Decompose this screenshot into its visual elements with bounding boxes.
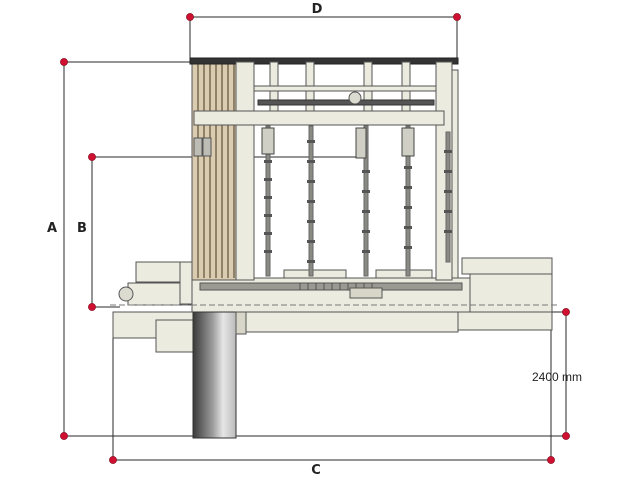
- bed-foot-block: [283, 269, 347, 279]
- chain-links: [264, 140, 452, 263]
- right-block-upper: [461, 257, 553, 275]
- left-roller: [118, 286, 134, 302]
- marker-2400-top: [562, 308, 570, 316]
- marker-c-right: [547, 456, 555, 464]
- dimension-markers: [60, 13, 570, 464]
- marker-a-bottom: [60, 432, 68, 440]
- marker-b-top: [88, 153, 96, 161]
- marker-d-left: [186, 13, 194, 21]
- support-post-cap: [235, 311, 247, 335]
- slat-stack: [191, 61, 237, 281]
- chain-3: [363, 125, 369, 277]
- marker-c-left: [109, 456, 117, 464]
- marker-d-right: [453, 13, 461, 21]
- right-block-lower: [457, 311, 553, 331]
- chain-4: [405, 125, 411, 277]
- saw-rack: [199, 282, 463, 291]
- marker-b-bottom: [88, 303, 96, 311]
- slat-lines: [197, 64, 235, 278]
- frame-cross-beam: [193, 110, 445, 126]
- slat-clamp-right: [202, 137, 212, 157]
- dimension-b-label: B: [77, 221, 87, 236]
- slat-clamp-left: [193, 137, 203, 157]
- support-post: [192, 311, 237, 439]
- carriage-block: [349, 287, 383, 299]
- dimension-a-label: A: [47, 221, 57, 236]
- chain-1: [265, 125, 271, 277]
- frame-right-outer-post: [451, 69, 459, 279]
- dimension-lines: [63, 16, 567, 461]
- right-block-middle: [469, 273, 553, 313]
- bed-lower-rail: [235, 311, 459, 333]
- frame-dark-rail: [257, 99, 435, 106]
- chain-5: [445, 131, 451, 263]
- dimension-c-label: C: [311, 463, 321, 478]
- frame-upper-rail: [253, 85, 437, 92]
- dimension-d-label: D: [312, 2, 323, 17]
- frame-left-column: [235, 61, 255, 281]
- frame-top-bar: [189, 57, 459, 65]
- marker-a-top: [60, 58, 68, 66]
- hoist-pulley: [348, 91, 362, 105]
- machine-drawing: [110, 57, 560, 439]
- dimension-2400-label: 2400 mm: [532, 370, 582, 384]
- chain-hooks: [261, 127, 415, 159]
- left-base-block: [155, 319, 195, 353]
- marker-2400-bottom: [562, 432, 570, 440]
- saw-rack-teeth: [299, 283, 373, 290]
- bed-foot-block-right: [375, 269, 433, 279]
